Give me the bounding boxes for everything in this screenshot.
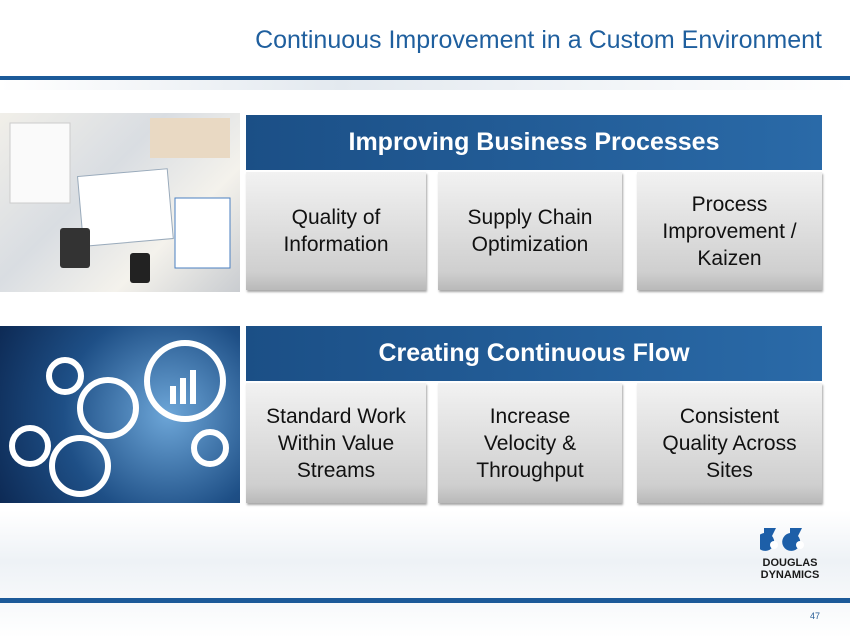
item-label: Quality of Information [283, 206, 389, 256]
page-number: 47 [809, 611, 820, 621]
business-meeting-photo [0, 113, 240, 292]
gears-concept-image [0, 326, 240, 503]
item-label: Process Improvement / Kaizen [662, 192, 797, 270]
divider [0, 76, 850, 80]
logo-text-line2: DYNAMICS [760, 569, 820, 581]
section-header-continuous-flow: Creating Continuous Flow [246, 326, 822, 381]
item-label: Supply Chain Optimization [467, 206, 593, 256]
item-standard-work: Standard Work Within Value Streams [246, 383, 426, 503]
section-header-business-processes: Improving Business Processes [246, 115, 822, 170]
footer-divider [0, 598, 850, 603]
item-process-improvement: Process Improvement / Kaizen [637, 172, 822, 290]
douglas-dynamics-logo: DOUGLAS DYNAMICS [752, 528, 828, 581]
logo-mark-icon [756, 528, 804, 551]
logo-text-line1: DOUGLAS [762, 557, 818, 569]
item-label: Consistent Quality Across Sites [662, 404, 797, 482]
slide-title: Continuous Improvement in a Custom Envir… [255, 26, 822, 54]
divider-shadow [0, 80, 850, 90]
item-consistent-quality: Consistent Quality Across Sites [637, 383, 822, 503]
item-label: Standard Work Within Value Streams [266, 404, 406, 482]
item-supply-chain-optimization: Supply Chain Optimization [438, 172, 622, 290]
item-label: Increase Velocity & Throughput [476, 404, 584, 482]
item-increase-velocity: Increase Velocity & Throughput [438, 383, 622, 503]
item-quality-of-information: Quality of Information [246, 172, 426, 290]
